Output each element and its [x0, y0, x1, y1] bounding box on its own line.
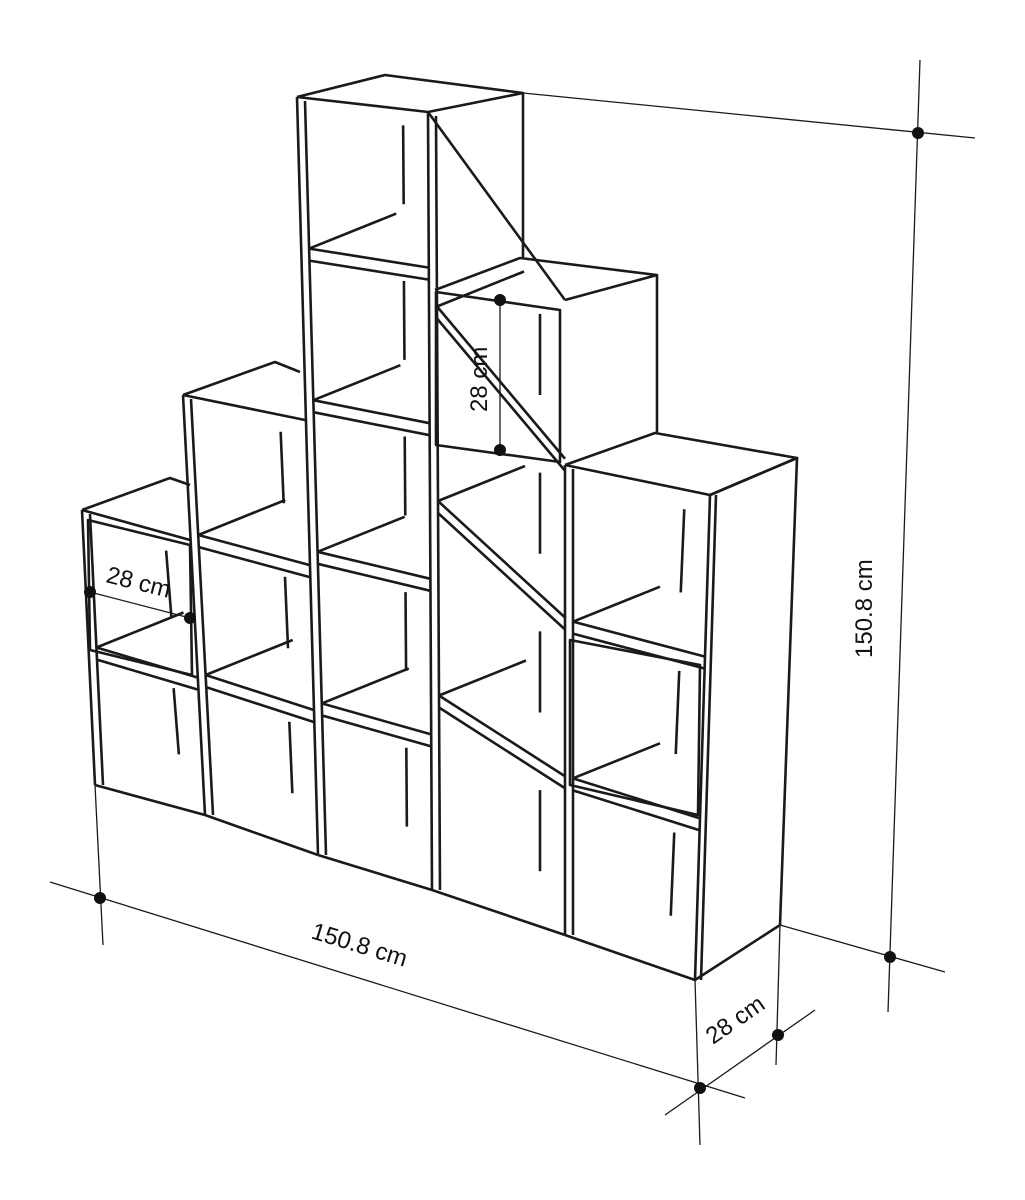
bookshelf-drawing	[80, 95, 711, 982]
cube-back-edge	[674, 670, 681, 755]
cube-back-edge	[172, 688, 181, 755]
shelf-board	[436, 305, 566, 460]
shelf-board-edge	[205, 685, 315, 724]
column-2-bottom	[204, 813, 319, 857]
dimension-dot	[884, 951, 896, 963]
shelf-depth-edge	[308, 212, 397, 250]
shelf-board-edge	[308, 259, 430, 281]
column-2-left-edge	[181, 394, 207, 816]
cube-back-edge	[403, 436, 407, 516]
dimension-lines	[49, 59, 976, 1146]
cube-back-edge	[679, 509, 686, 593]
column-5-top	[564, 463, 711, 497]
shelf-board	[205, 673, 315, 712]
column-3-left-edge	[295, 96, 320, 856]
column-2-left-inner-edge	[189, 398, 215, 816]
shelf-board-edge	[313, 410, 430, 437]
depth-label: 28 cm	[701, 990, 770, 1050]
column-4-left-inner-edge	[434, 115, 442, 891]
shelf-board	[572, 620, 706, 658]
column-1-left-inner-edge	[88, 513, 105, 786]
shelf-board-edge	[317, 562, 431, 593]
shelf-depth-edge	[436, 270, 525, 308]
shelf-depth-edge	[205, 638, 294, 677]
dimension-dot	[94, 892, 106, 904]
shelf-board-edge	[96, 658, 198, 691]
cube-back-edge	[279, 431, 285, 504]
shelf-depth-edge	[437, 464, 526, 503]
cube-back-edge	[288, 721, 294, 794]
column-1-left-edge	[80, 509, 97, 786]
column-4-top	[426, 111, 567, 301]
shelf-board	[197, 533, 310, 567]
dimension-dot	[912, 127, 924, 139]
shelf-depth-edge	[197, 498, 286, 537]
total-height-label: 150.8 cm	[851, 559, 878, 658]
shelf-board-edge	[438, 706, 566, 790]
shelf-board-edge	[197, 545, 310, 579]
shelf-depth-edge	[438, 659, 527, 697]
cube-back-edge	[283, 576, 290, 649]
total-width-label: 150.8 cm	[308, 918, 410, 973]
cube-back-edge	[402, 280, 406, 360]
column-5-bottom	[564, 933, 696, 982]
cube-height-label: 28 cm	[466, 347, 493, 412]
shelf-board	[437, 500, 566, 619]
cube-back-edge	[164, 550, 173, 617]
shelf-board	[321, 702, 432, 736]
column-4-bottom	[431, 888, 566, 937]
shelf-board	[317, 550, 431, 581]
column-3-top	[296, 95, 429, 114]
doors	[86, 290, 702, 817]
dimension-dot	[494, 294, 506, 306]
dimension-dot	[772, 1029, 784, 1041]
cube-back-edge	[405, 747, 409, 827]
shelf-board-edge	[572, 789, 701, 832]
shelf-board	[438, 694, 566, 778]
column-1-top	[81, 508, 191, 542]
shelf-depth-edge	[317, 515, 406, 554]
shelf-board	[308, 247, 430, 269]
cube-back-edge	[669, 832, 676, 916]
shelf-board-edge	[321, 714, 432, 748]
cube-back-edge	[404, 592, 408, 672]
cube-width-label: 28 cm	[104, 562, 174, 604]
dimension-dot	[494, 444, 506, 456]
shelf-depth-edge	[572, 742, 661, 780]
shelf-depth-edge	[312, 363, 401, 402]
shelf-board-edge	[436, 317, 566, 472]
shelf-board-edge	[437, 512, 566, 631]
dimension-dot	[184, 612, 196, 624]
column-4-left-edge	[426, 111, 434, 891]
shelf-board	[313, 398, 430, 425]
dimension-dot	[84, 586, 96, 598]
column-3-left-inner-edge	[303, 100, 328, 856]
column-2-top	[182, 393, 306, 422]
shelf-depth-edge	[572, 585, 661, 623]
column-1-bottom	[94, 783, 206, 817]
dimension-dot	[694, 1082, 706, 1094]
cube-back-edge	[401, 125, 405, 205]
shelf-depth-edge	[321, 667, 410, 705]
shelf-depth-edge	[96, 611, 184, 649]
column-3-bottom	[317, 853, 433, 892]
